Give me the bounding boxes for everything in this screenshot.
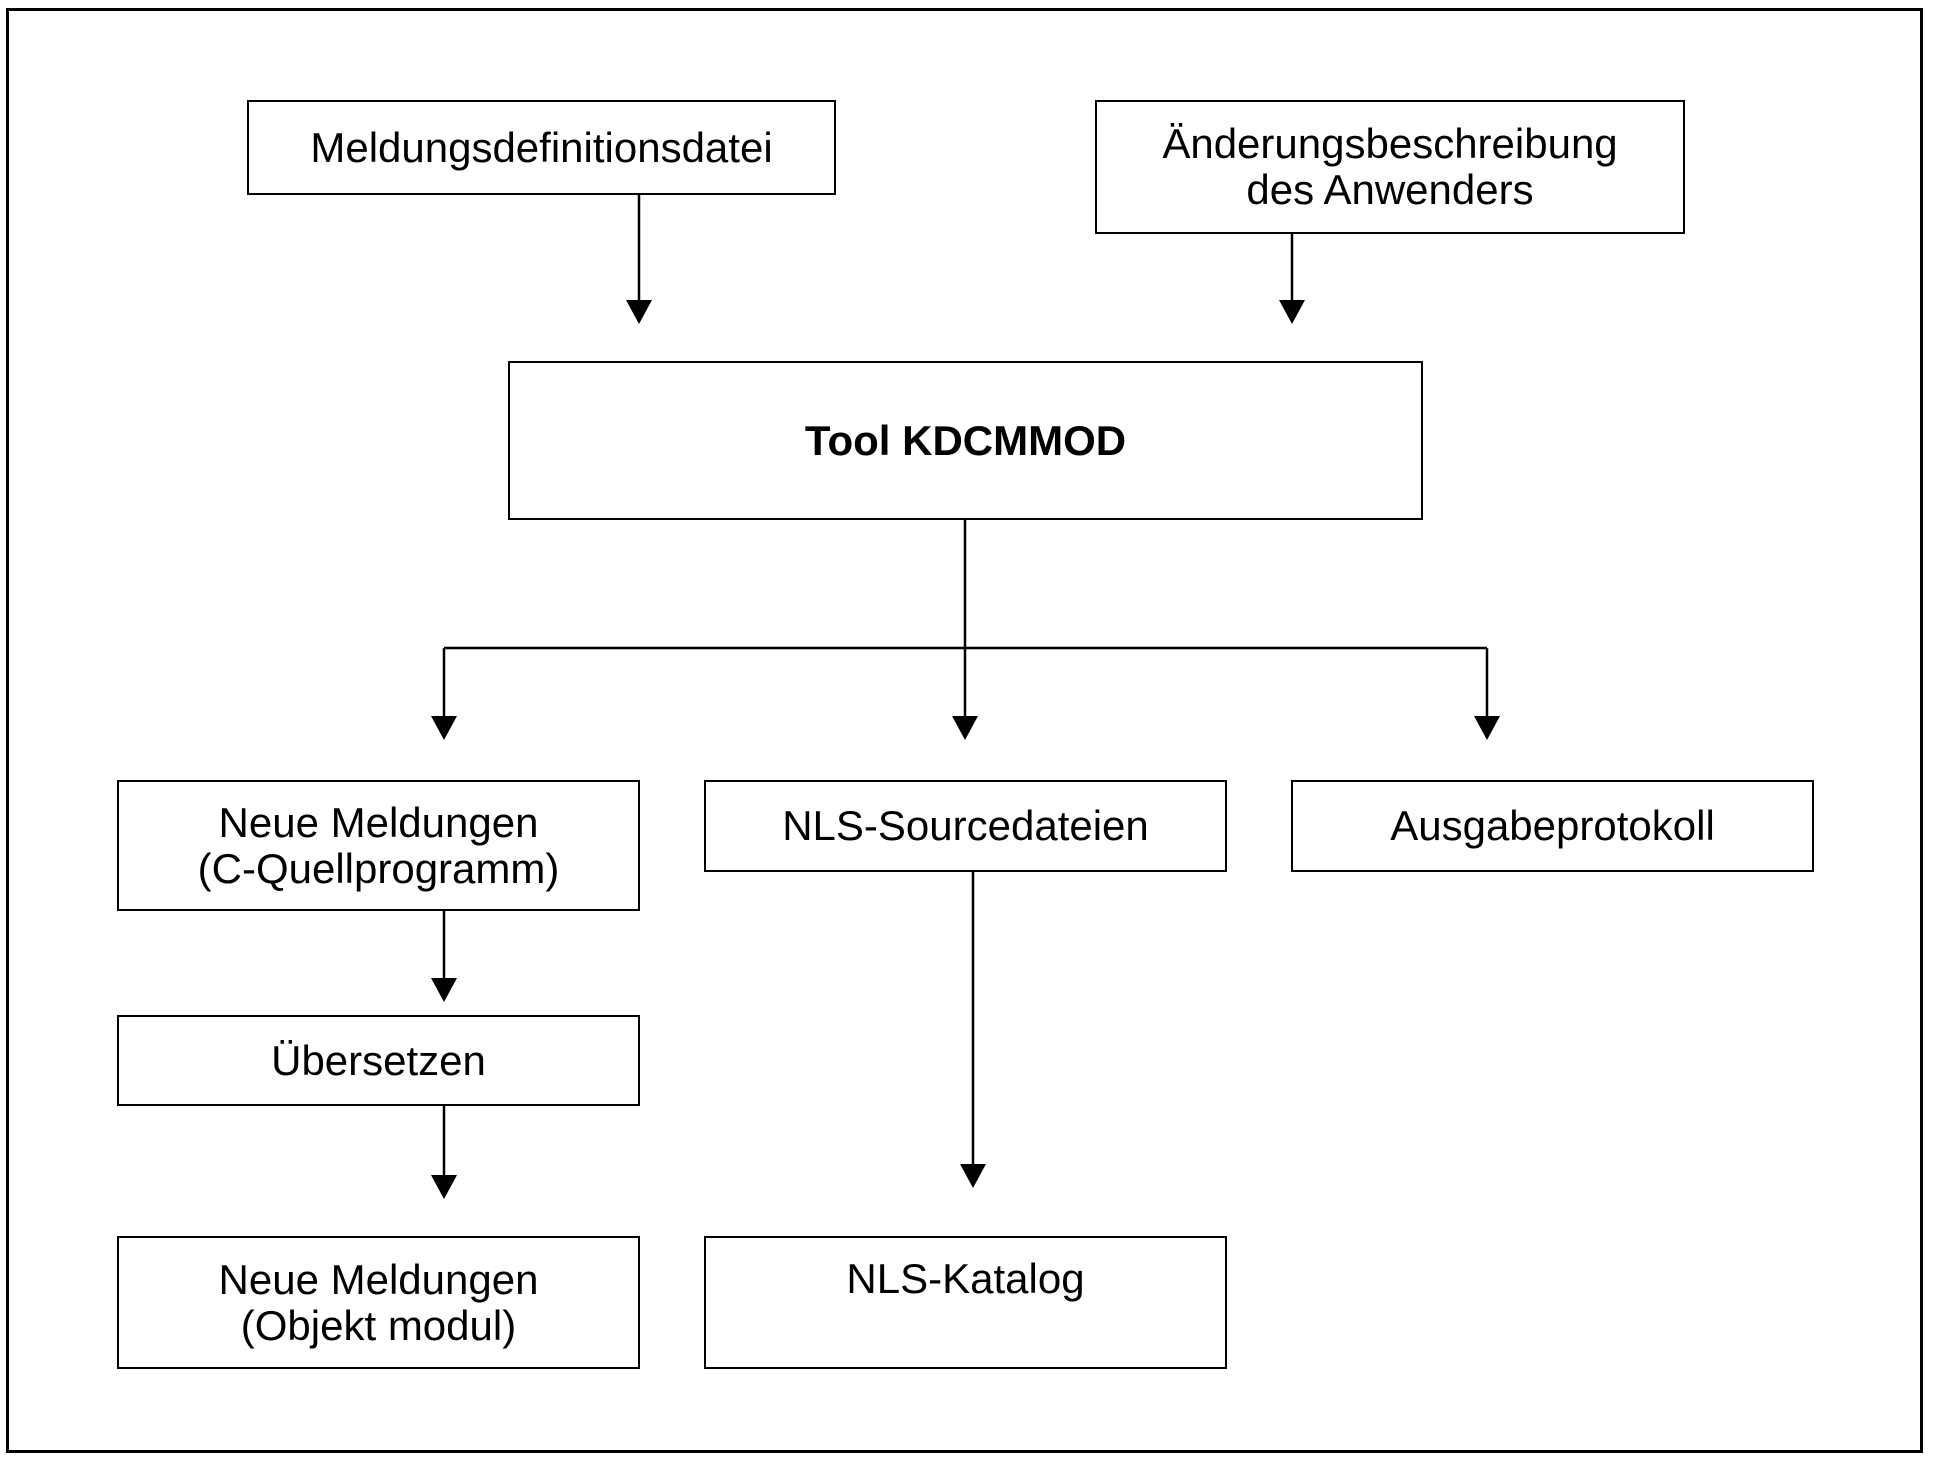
arrowhead-tool-to-ausgabeprotokoll xyxy=(1474,716,1500,740)
node-nls-katalog: NLS-Katalog xyxy=(704,1236,1227,1369)
node-tool-kdcmmod: Tool KDCMMOD xyxy=(508,361,1423,520)
diagram-frame xyxy=(6,8,1923,1453)
node-ausgabeprotokoll: Ausgabeprotokoll xyxy=(1291,780,1814,872)
arrowhead-meldungsdefinitionsdatei-to-tool xyxy=(626,300,652,324)
arrowhead-aenderungsbeschreibung-to-tool xyxy=(1279,300,1305,324)
node-uebersetzen: Übersetzen xyxy=(117,1015,640,1106)
node-nls-sourcedateien: NLS-Sourcedateien xyxy=(704,780,1227,872)
arrowhead-nls-sourcedateien-to-nls-katalog xyxy=(960,1164,986,1188)
arrowhead-uebersetzen-to-neue-meldungen-obj xyxy=(431,1175,457,1199)
node-neue-meldungen-c-quellprogramm: Neue Meldungen (C-Quellprogramm) xyxy=(117,780,640,911)
node-neue-meldungen-objekt-modul: Neue Meldungen (Objekt modul) xyxy=(117,1236,640,1369)
node-aenderungsbeschreibung: Änderungsbeschreibung des Anwenders xyxy=(1095,100,1685,234)
arrowhead-tool-to-nls-sourcedateien xyxy=(952,716,978,740)
arrowhead-tool-to-neue-meldungen-c xyxy=(431,716,457,740)
arrowhead-neue-meldungen-c-to-uebersetzen xyxy=(431,978,457,1002)
node-meldungsdefinitionsdatei: Meldungsdefinitionsdatei xyxy=(247,100,836,195)
